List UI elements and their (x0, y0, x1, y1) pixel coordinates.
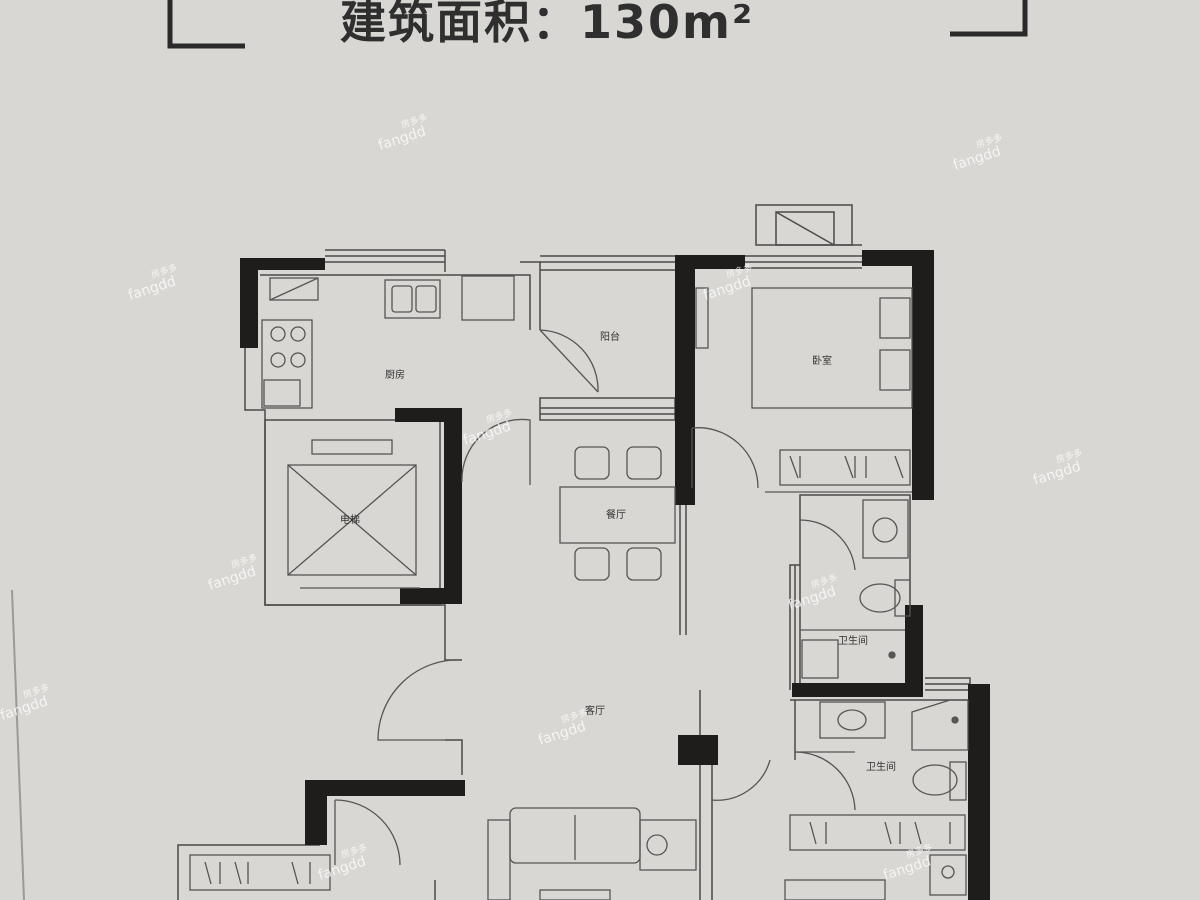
paper-edge (11, 589, 25, 900)
thin-walls (177, 204, 971, 900)
watermark: fangdd 房多多 (0, 681, 51, 724)
watermark: fangdd 房多多 (786, 571, 839, 614)
watermark: fangdd 房多多 (1031, 446, 1084, 489)
watermark: fangdd 房多多 (951, 131, 1004, 174)
bedroom-label: 卧室 (812, 354, 832, 367)
watermark: fangdd 房多多 (316, 841, 369, 884)
watermark: fangdd 房多多 (536, 706, 589, 749)
bath1-fixtures (800, 499, 911, 679)
door-swings (334, 329, 856, 866)
living-fixtures (487, 807, 697, 900)
living-label: 客厅 (585, 704, 605, 717)
elevator-label: 电梯 (340, 513, 360, 526)
page-title: 建筑面积：130m² (340, 0, 755, 49)
bath1-label: 卫生间 (838, 634, 868, 647)
room-labels: 厨房 阳台 卧室 餐厅 电梯 卫生间 卫生间 客厅 (340, 330, 896, 773)
title-brackets (167, 0, 1028, 49)
balcony-label: 阳台 (600, 330, 620, 343)
dining-label: 餐厅 (606, 508, 626, 521)
watermark: fangdd 房多多 (461, 406, 514, 449)
elevator-shaft (287, 439, 420, 589)
storage-cabinet (189, 854, 331, 891)
kitchen-fixtures (261, 275, 515, 409)
bath2-label: 卫生间 (866, 760, 896, 773)
dining-set (559, 446, 676, 581)
watermark: fangdd 房多多 (126, 261, 179, 304)
watermark: fangdd 房多多 (376, 111, 429, 154)
bedroom-fixtures (695, 287, 913, 493)
bath2-fixtures (784, 699, 969, 900)
kitchen-label: 厨房 (385, 368, 405, 381)
watermark: fangdd 房多多 (206, 551, 259, 594)
structural-walls (240, 250, 990, 900)
